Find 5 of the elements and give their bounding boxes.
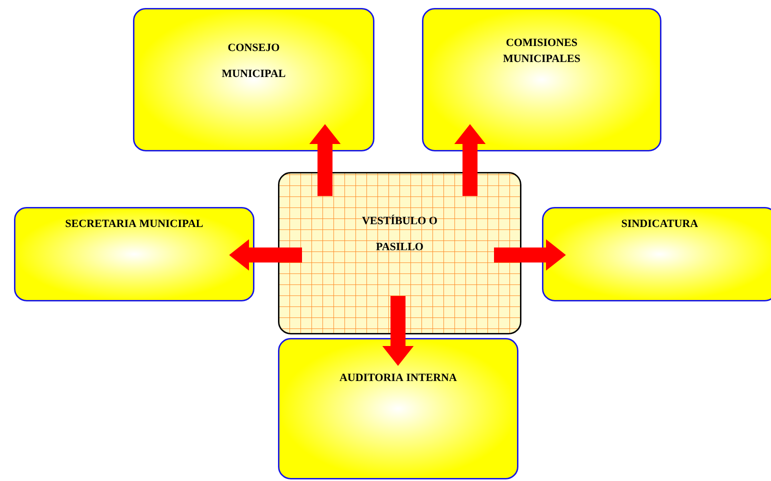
room-box: COMISIONES MUNICIPALES — [422, 8, 662, 152]
room-box: CONSEJO MUNICIPAL — [133, 8, 374, 152]
room-box: AUDITORIA INTERNA — [278, 338, 518, 480]
room-box: SINDICATURA — [542, 207, 771, 302]
room-box: SECRETARIA MUNICIPAL — [14, 207, 254, 302]
